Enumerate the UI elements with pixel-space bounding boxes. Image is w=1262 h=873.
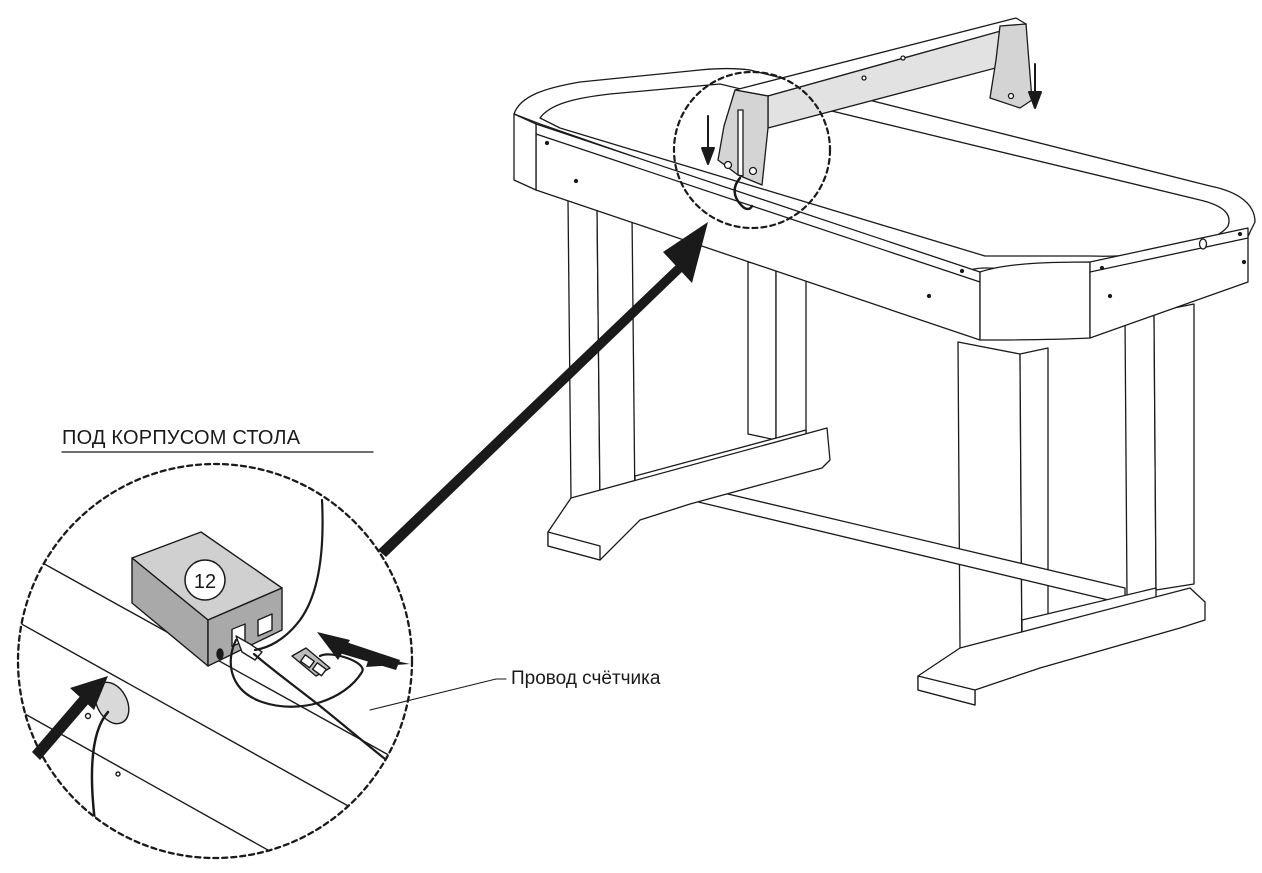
score-button-left — [861, 75, 867, 81]
screw-hole — [84, 712, 92, 720]
rim-line-2 — [1089, 237, 1249, 273]
rail-edge-3 — [18, 699, 301, 858]
counter-port — [257, 613, 273, 637]
callout-arrow — [378, 222, 708, 557]
leg-back-left — [747, 261, 777, 441]
screw — [959, 268, 965, 274]
leg-back-right — [1124, 311, 1157, 597]
callout-arrow-shaft — [378, 263, 684, 557]
arrow-to-hole-head — [70, 676, 108, 710]
leg-back-left-side — [775, 267, 807, 447]
rim-line — [535, 133, 981, 283]
screw — [1241, 259, 1247, 265]
down-arrow-left — [701, 147, 715, 165]
screw-hole — [115, 771, 121, 777]
puck-return-hole — [1198, 238, 1208, 250]
detail-arrows — [32, 632, 410, 760]
screw — [1107, 293, 1113, 299]
foot-left-front — [547, 531, 601, 561]
focus-circle — [672, 70, 832, 230]
leg-front-left-side — [596, 205, 636, 511]
screw — [573, 178, 579, 184]
box-connector-dark — [216, 648, 224, 660]
detail-circle — [16, 462, 414, 860]
apron-right-end — [1089, 227, 1249, 339]
score-bar — [717, 17, 1033, 211]
arrow-to-connector-shaft — [336, 640, 400, 670]
stretcher — [689, 484, 1126, 605]
screw — [544, 140, 550, 146]
wire-connector — [291, 647, 331, 677]
arrow-to-hole-shaft — [32, 694, 90, 760]
wire-leader-line — [369, 678, 507, 711]
counter-wire-label: Провод счётчика — [511, 668, 661, 689]
table-top — [513, 67, 1256, 341]
part-number: 12 — [194, 571, 216, 593]
under-table-label: ПОД КОРПУСОМ СТОЛА — [62, 427, 301, 449]
detail-view: 12 — [16, 462, 414, 860]
leg-front-right-side — [1019, 347, 1049, 661]
rail-edge-1 — [29, 555, 412, 769]
upright-bolt-1 — [723, 160, 733, 170]
apron-left-end — [513, 113, 537, 191]
callout-arrow-head — [663, 222, 708, 283]
screw — [1237, 231, 1243, 237]
screw — [1099, 265, 1105, 271]
down-arrow-right — [1028, 91, 1042, 109]
upright-bolt-2 — [748, 166, 758, 176]
leg-front-right — [957, 341, 1023, 661]
upright-slot — [737, 109, 744, 177]
part-number-badge — [184, 559, 226, 601]
down-arrows — [701, 63, 1042, 165]
score-button-right — [900, 55, 906, 61]
top-wire — [253, 498, 324, 652]
leg-back-right-side — [1153, 303, 1195, 591]
foot-right-front — [917, 675, 976, 706]
score-bar-upright-right — [989, 23, 1033, 109]
counter-wire-loop — [229, 638, 364, 708]
corner-right — [979, 261, 1091, 341]
screw — [926, 293, 932, 299]
upright-bolt-3 — [1007, 92, 1015, 100]
counter-cable — [733, 176, 754, 211]
